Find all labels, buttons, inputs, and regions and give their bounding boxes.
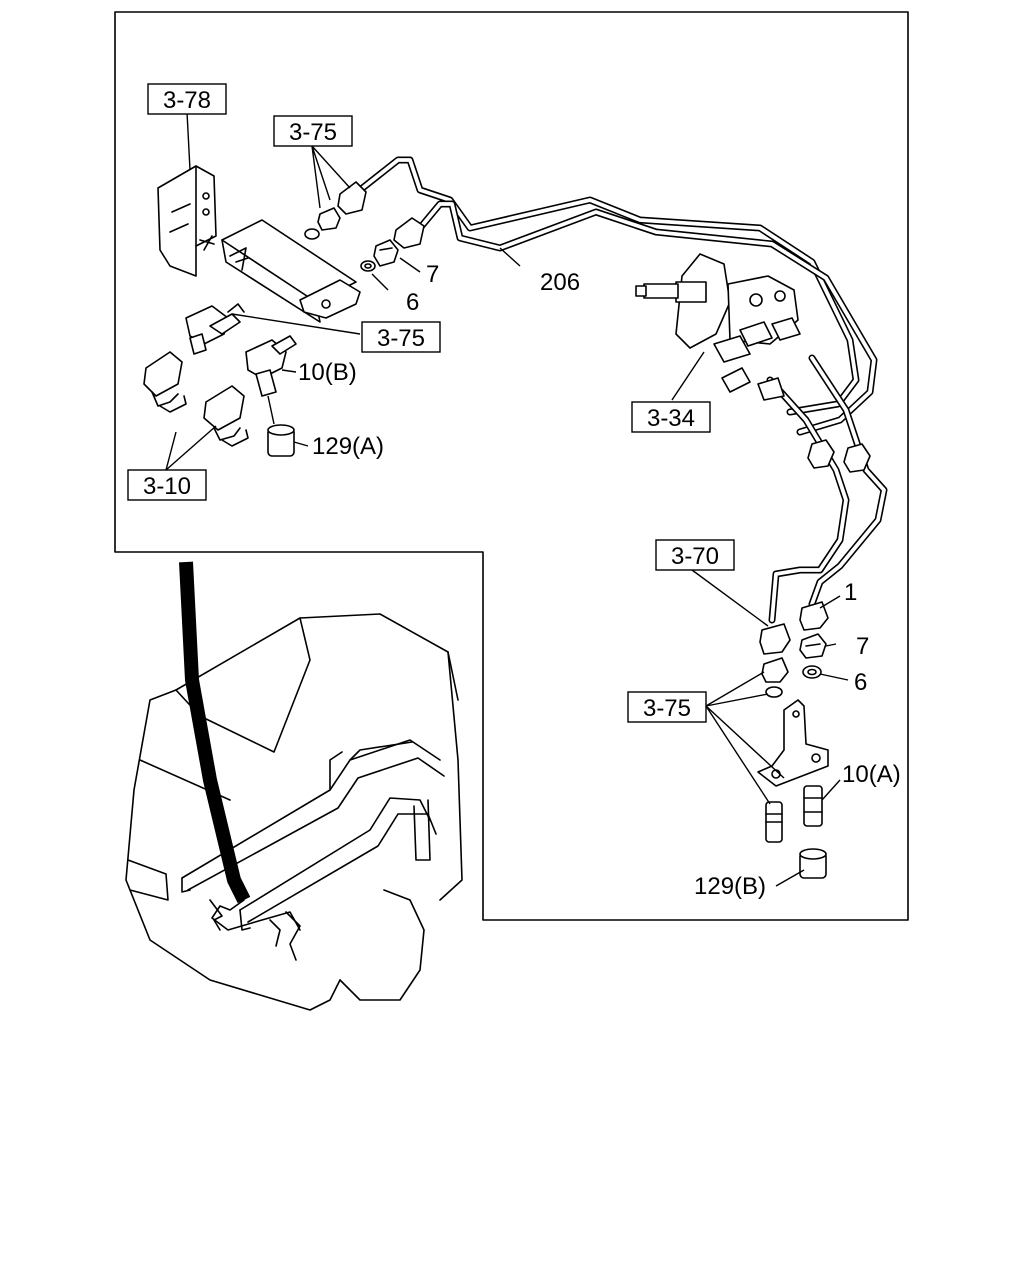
callout-3-75-bottom: 3-75 (627, 691, 707, 723)
plug-129a (267, 424, 295, 457)
label-129a: 129(A) (312, 433, 384, 460)
callout-3-34: 3-34 (631, 401, 711, 433)
label-129b: 129(B) (694, 873, 766, 900)
truck-cab-illustration (125, 613, 463, 1011)
tube-flare-nuts-lower (807, 439, 871, 473)
nut-washer-3-75-bottom (761, 657, 789, 698)
callout-3-75-bottom-text: 3-75 (643, 695, 691, 722)
callout-3-75-top: 3-75 (273, 115, 353, 147)
pressure-switch-lower (203, 385, 249, 447)
brake-valve-assembly (635, 253, 801, 401)
detail-pointer-line (179, 561, 251, 904)
sensor-connector-upper (185, 303, 245, 355)
callout-3-75-mid: 3-75 (361, 321, 441, 353)
label-10a: 10(A) (842, 761, 901, 788)
callout-3-70-text: 3-70 (671, 543, 719, 570)
lower-bracket (757, 699, 829, 787)
label-6-top: 6 (406, 289, 419, 316)
nut-7-top (373, 239, 399, 267)
detail-frame (114, 11, 909, 921)
label-10b: 10(B) (298, 359, 357, 386)
tube-flare-nuts-top (337, 181, 425, 249)
callout-3-70: 3-70 (655, 539, 735, 571)
mounting-bracket (157, 165, 361, 323)
nut-7-bottom (799, 633, 827, 659)
label-1: 1 (844, 579, 857, 606)
label-7-top: 7 (426, 261, 439, 288)
plug-129b (799, 848, 827, 879)
callout-3-34-text: 3-34 (647, 405, 695, 432)
pressure-switch-upper (143, 351, 187, 413)
callout-3-75-top-text: 3-75 (289, 119, 337, 146)
label-206: 206 (540, 269, 580, 296)
fitting-3-70 (759, 623, 791, 655)
callout-3-78: 3-78 (147, 83, 227, 115)
callout-3-78-text: 3-78 (163, 87, 211, 114)
leader-lines (165, 111, 849, 887)
nut-washer-3-75-top (304, 207, 341, 240)
label-7-bottom: 7 (856, 633, 869, 660)
washer-6-bottom (802, 665, 822, 679)
washer-6-top (360, 260, 376, 272)
union-10a (803, 785, 823, 827)
label-6-bottom: 6 (854, 669, 867, 696)
sensor-connector-lower (245, 335, 297, 397)
callout-3-10-text: 3-10 (143, 473, 191, 500)
union-3-75-bottom (765, 801, 783, 843)
callout-3-10: 3-10 (127, 469, 207, 501)
callout-3-75-mid-text: 3-75 (377, 325, 425, 352)
flare-nut-1 (799, 601, 829, 631)
detail-pointer-wire (211, 899, 301, 931)
tube-bundle-206 (356, 156, 888, 624)
